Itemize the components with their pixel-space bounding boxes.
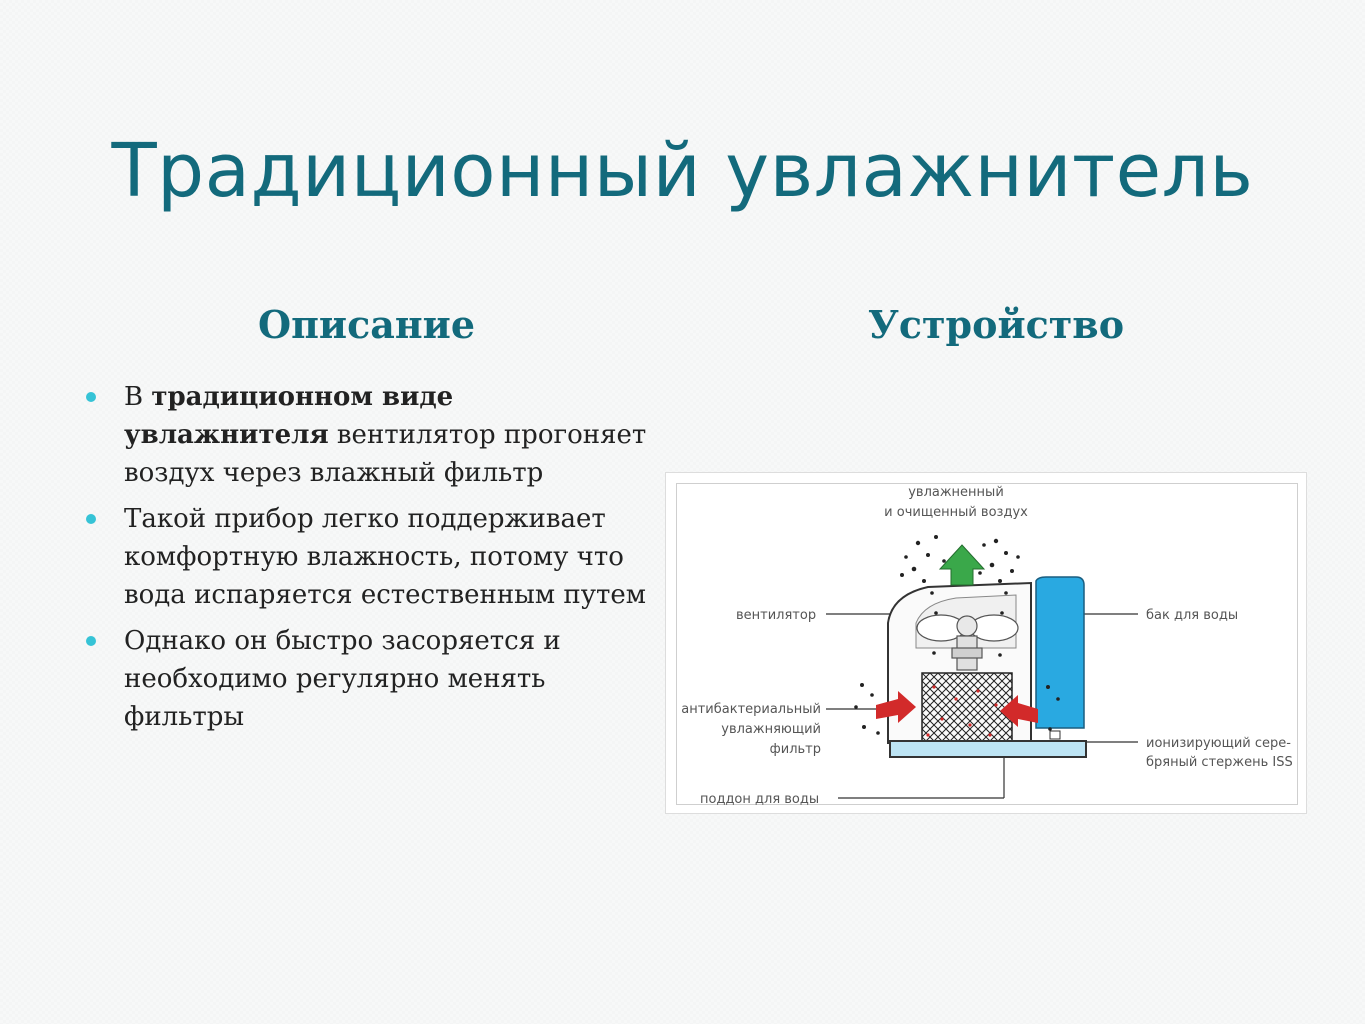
fan-icon <box>916 614 1019 671</box>
bullet-icon <box>86 514 96 524</box>
filter-particles <box>926 685 998 737</box>
description-heading: Описание <box>258 302 476 347</box>
bullet-icon <box>86 392 96 402</box>
filter-mesh <box>921 672 1013 752</box>
slide-title: Традиционный увлажнитель <box>111 128 1254 214</box>
device-heading: Устройство <box>868 302 1125 347</box>
diagram-frame: увлажненный и очищенный воздух вентилято… <box>665 472 1307 814</box>
list-item: Однако он быстро засоряется и необходимо… <box>80 622 660 736</box>
air-out-arrow-icon <box>938 544 986 586</box>
label-tray: поддон для воды <box>700 792 819 807</box>
label-filter-1: антибактериальный <box>681 702 821 717</box>
diagram-inner-border <box>676 483 1298 805</box>
label-fan: вентилятор <box>736 608 816 623</box>
list-item: В традиционном виде увлажнителя вентилят… <box>80 378 660 492</box>
label-tank: бак для воды <box>1146 608 1238 623</box>
description-list: В традиционном виде увлажнителя вентилят… <box>80 378 660 744</box>
iss-rod <box>1049 730 1061 740</box>
label-filter-2: увлажняющий <box>721 722 821 737</box>
label-rod-1: ионизирующий сере- <box>1146 736 1291 751</box>
moisture-particles <box>854 535 1060 735</box>
humidifier-diagram: увлажненный и очищенный воздух вентилято… <box>681 485 1293 807</box>
bullet-1-bold: традиционном виде увлажнителя <box>124 382 454 450</box>
water-tray <box>889 740 1087 758</box>
bullet-icon <box>86 636 96 646</box>
bullet-1-rest: вентилятор прогоняет воздух через влажны… <box>124 420 647 488</box>
label-filter-3: фильтр <box>770 742 821 757</box>
water-tank <box>1035 576 1085 729</box>
label-air-1: увлажненный <box>908 485 1004 500</box>
list-item: Такой прибор легко поддерживает комфортн… <box>80 500 660 614</box>
label-rod-2: бряный стержень ISS <box>1146 755 1293 770</box>
label-air-2: и очищенный воздух <box>884 505 1028 520</box>
air-in-left-arrow-icon <box>876 691 916 723</box>
bullet-3-text: Однако он быстро засоряется и необходимо… <box>124 626 561 732</box>
bullet-2-text: Такой прибор легко поддерживает комфортн… <box>124 504 646 610</box>
air-in-right-arrow-icon <box>1000 695 1038 727</box>
bullet-1-prefix: В <box>124 382 152 412</box>
